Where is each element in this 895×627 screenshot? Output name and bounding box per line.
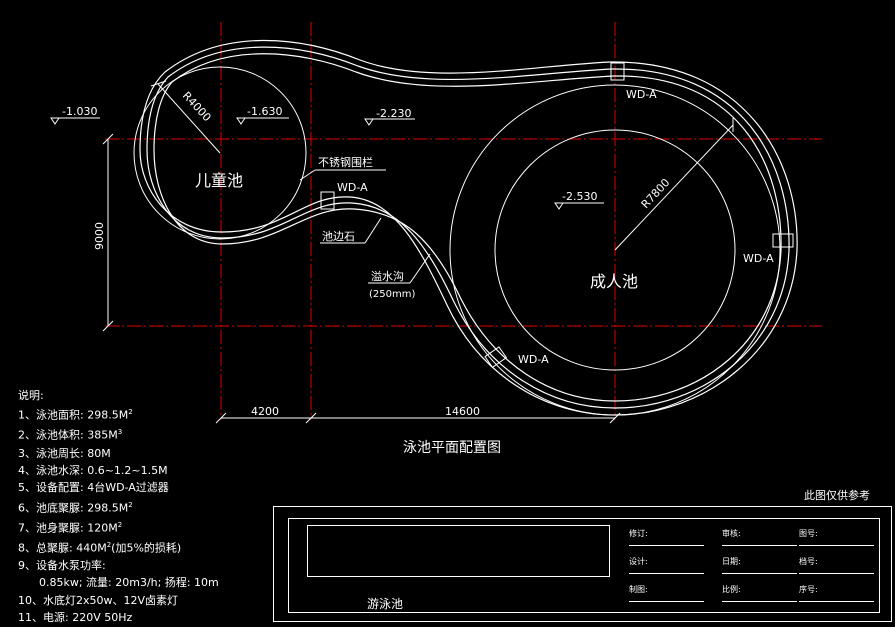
adult-pool-outer-circle [449,84,781,416]
equipment-tag-kids: WD-A [337,181,368,194]
level-triangle-icon [50,117,60,125]
equipment-tag-bottom: WD-A [518,353,549,366]
level-middle: -2.230 [376,107,411,120]
dim-vertical-tick [102,133,114,145]
kids-radius-label: R4000 [180,89,214,124]
dimension-lines [102,133,621,424]
note-line: 3、泳池周长: 80M [18,445,219,462]
note-text: 10、水底灯2x50w、12V卤素灯 [18,593,179,607]
dim-vertical-label: 9000 [93,222,106,250]
note-text: 7、池身聚脲: 120M [18,521,118,535]
level-triangle-icon [554,202,564,210]
gutter-size-callout: (250mm) [369,289,415,300]
level-adult: -2.530 [562,190,597,203]
note-superscript: 2 [128,500,133,509]
dim-horizontal-tick [305,412,317,424]
note-line: 4、泳池水深: 0.6~1.2~1.5M [18,462,219,479]
note-text: 6、池底聚脲: 298.5M [18,501,129,515]
centerlines [105,22,822,420]
field-sheet-no: 档号: [799,556,874,574]
pool-outline [139,39,798,416]
note-line: 5、设备配置: 4台WD-A过滤器 [18,479,219,496]
field-revise: 修订: [629,528,704,546]
note-superscript: 2 [106,540,112,549]
equipment-box-kids [320,191,335,210]
gutter-callout: 溢水沟 [371,269,404,283]
edge-stone-callout: 池边石 [322,230,355,243]
note-line: 10、水底灯2x50w、12V卤素灯 [18,592,219,609]
dim-left-label: 4200 [251,405,279,418]
note-text: 11、电源: 220V 50Hz [18,611,133,625]
note-text: 8、总聚脲: 440M [18,541,107,555]
adult-radius-line [614,124,734,251]
field-scale: 比例: [722,584,797,602]
note-line: 0.85kw; 流量: 20m3/h; 扬程: 10m [18,574,219,591]
level-markers [50,117,604,210]
note-superscript: 3 [117,428,123,437]
note-line: 2、泳池体积: 385M3 [18,424,219,444]
equipment-markers [320,62,794,369]
kids-radius-line [157,83,221,154]
note-superscript: 2 [117,520,123,529]
level-triangle-icon [364,118,374,126]
note-text: 0.85kw; 流量: 20m3/h; 扬程: 10m [18,576,219,590]
note-text: 5、设备配置: 4台WD-A过滤器 [18,481,169,495]
field-design: 设计: [629,556,704,574]
field-seq-no: 序号: [799,584,874,602]
level-outer-left: -1.030 [62,105,97,118]
level-triangle-icon [236,117,246,125]
adult-pool-inner-circle [494,129,736,371]
title-block-inner: 游泳池 修订: 审核: 图号: 设计: 日期: 档号: 制图: 比例: 序号: [288,518,880,613]
dim-horizontal-tick [215,412,227,424]
adult-radius-label: R7800 [639,176,673,211]
railing-leader [299,169,316,181]
field-drawing-no: 图号: [799,528,874,546]
note-text: 3、泳池周长: 80M [18,446,111,460]
kids-radius-tick [150,80,167,87]
notes-heading: 说明: [18,389,44,402]
dim-right-label: 14600 [445,405,480,418]
dim-horizontal-tick [609,412,621,424]
equipment-tag-right: WD-A [743,252,774,265]
pool-outline-outer [139,39,798,416]
railing-callout: 不锈钢围栏 [318,155,373,169]
project-name: 游泳池 [367,597,404,611]
title-block: 游泳池 修订: 审核: 图号: 设计: 日期: 档号: 制图: 比例: 序号: [273,506,892,622]
pool-outline-gutter [146,46,790,409]
note-line: 6、池底聚脲: 298.5M2 [18,497,219,517]
gutter-leader [409,253,431,284]
note-line: 1、泳池面积: 298.5M2 [18,404,219,424]
note-tail: (加5%的损耗) [111,541,182,555]
note-superscript: 2 [128,408,133,417]
pool-outline-inner [153,53,782,402]
level-kids: -1.630 [247,105,282,118]
dim-vertical-tick [102,320,114,332]
edge-stone-leader [364,217,382,244]
field-review: 审核: [722,528,797,546]
note-line: 9、设备水泵功率: [18,557,219,574]
adult-pool-label: 成人池 [590,272,638,291]
note-line: 11、电源: 220V 50Hz [18,609,219,626]
note-text: 4、泳池水深: 0.6~1.2~1.5M [18,463,168,477]
equipment-box-top [610,62,625,81]
note-line: 8、总聚脲: 440M2(加5%的损耗) [18,537,219,557]
drawing-title: 泳池平面配置图 [403,440,501,456]
equipment-tag-top: WD-A [626,88,657,101]
note-text: 9、设备水泵功率: [18,558,106,572]
equipment-box-bottom [484,346,508,369]
note-text: 1、泳池面积: 298.5M [18,409,129,423]
title-block-logo-box [307,525,610,577]
field-draw: 制图: [629,584,704,602]
note-text: 2、泳池体积: 385M [18,429,118,443]
equipment-box-right [772,233,794,248]
kids-pool-label: 儿童池 [195,171,243,190]
disclaimer: 此图仅供参考 [804,489,870,502]
note-line: 7、池身聚脲: 120M2 [18,517,219,537]
field-date: 日期: [722,556,797,574]
kids-pool-circle [133,66,307,240]
